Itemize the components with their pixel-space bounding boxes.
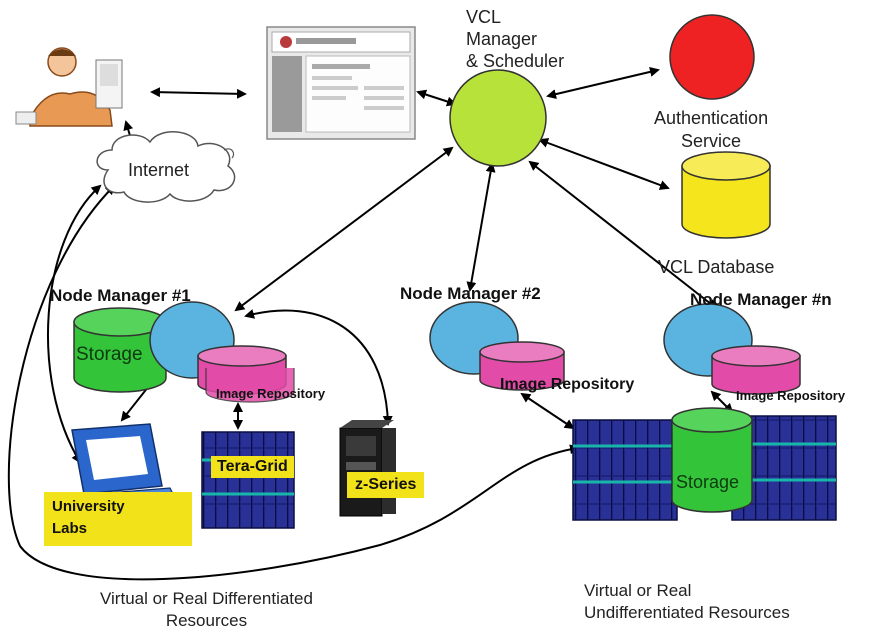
z-series-mainframe xyxy=(339,420,396,517)
storage-label-1: Storage xyxy=(76,344,143,365)
vcl-manager-node xyxy=(449,69,547,167)
vcl-database-cylinder xyxy=(681,151,771,239)
node-manager-n-label: Node Manager #n xyxy=(690,290,832,309)
browser-window-icon xyxy=(266,26,416,140)
image-repository-1-cylinder xyxy=(197,345,295,403)
authentication-label-line1: Authentication xyxy=(654,108,769,128)
arrow-manager-nm2 xyxy=(466,162,496,292)
vcl-manager-label-line2: Manager xyxy=(466,29,538,49)
internet-cloud-icon xyxy=(96,131,236,203)
tera-grid-label: Tera-Grid xyxy=(211,456,294,478)
undifferentiated-resources-caption: Virtual or Real Undifferentiated Resourc… xyxy=(584,580,790,624)
image-repository-2-cylinder xyxy=(479,341,565,391)
arrow-manager-auth xyxy=(546,66,660,100)
university-labs-label-line1: University xyxy=(52,498,125,515)
node-manager-2-label: Node Manager #2 xyxy=(400,284,541,303)
arrow-internet-labs xyxy=(47,184,102,464)
arrow-internet-undiff xyxy=(7,184,580,581)
arrow-user-browser xyxy=(150,87,247,99)
vcl-manager-label-line1: VCL xyxy=(466,7,502,27)
user-at-computer-icon xyxy=(15,47,123,127)
tera-grid-server-rack xyxy=(201,431,295,529)
image-repository-2-label: Image Repository xyxy=(500,376,635,393)
node-manager-1-cluster xyxy=(73,301,295,403)
vcl-manager-label: VCL Manager & Scheduler xyxy=(466,6,564,72)
storage-label-2: Storage xyxy=(676,472,740,492)
connectors xyxy=(7,66,734,581)
z-series-label: z-Series xyxy=(347,472,425,498)
arrow-browser-manager xyxy=(416,89,457,107)
arrow-manager-db xyxy=(538,138,670,190)
vcl-database-label: VCL Database xyxy=(658,257,775,277)
undifferentiated-caption-line1: Virtual or Real xyxy=(584,581,692,600)
image-repository-n-label: Image Repository xyxy=(736,388,846,403)
image-repository-1-label: Image Repository xyxy=(216,386,326,401)
undifferentiated-caption-line2: Undifferentiated Resources xyxy=(584,603,790,622)
image-repository-n-cylinder xyxy=(711,345,801,395)
node-manager-n-cluster xyxy=(663,303,801,395)
differentiated-caption-line2: Resources xyxy=(165,611,248,630)
vcl-manager-label-line3: & Scheduler xyxy=(466,51,565,71)
university-labs-label-line2: Labs xyxy=(52,520,88,537)
authentication-service-node xyxy=(669,14,755,100)
storage-cylinder-2 xyxy=(671,407,753,513)
undifferentiated-server-racks xyxy=(572,407,837,521)
arrow-repo2-rack xyxy=(520,392,575,430)
differentiated-resources-caption: Virtual or Real Differentiated Resources xyxy=(100,588,313,632)
node-manager-1-label: Node Manager #1 xyxy=(50,286,191,305)
university-labs-label: University Labs xyxy=(44,492,192,546)
authentication-label-line2: Service xyxy=(681,131,742,151)
storage-cylinder-1 xyxy=(73,307,167,393)
authentication-label: Authentication Service xyxy=(654,107,768,153)
node-manager-2-cluster xyxy=(429,301,565,391)
internet-label: Internet xyxy=(128,160,190,180)
differentiated-caption-line1: Virtual or Real Differentiated xyxy=(100,589,313,608)
